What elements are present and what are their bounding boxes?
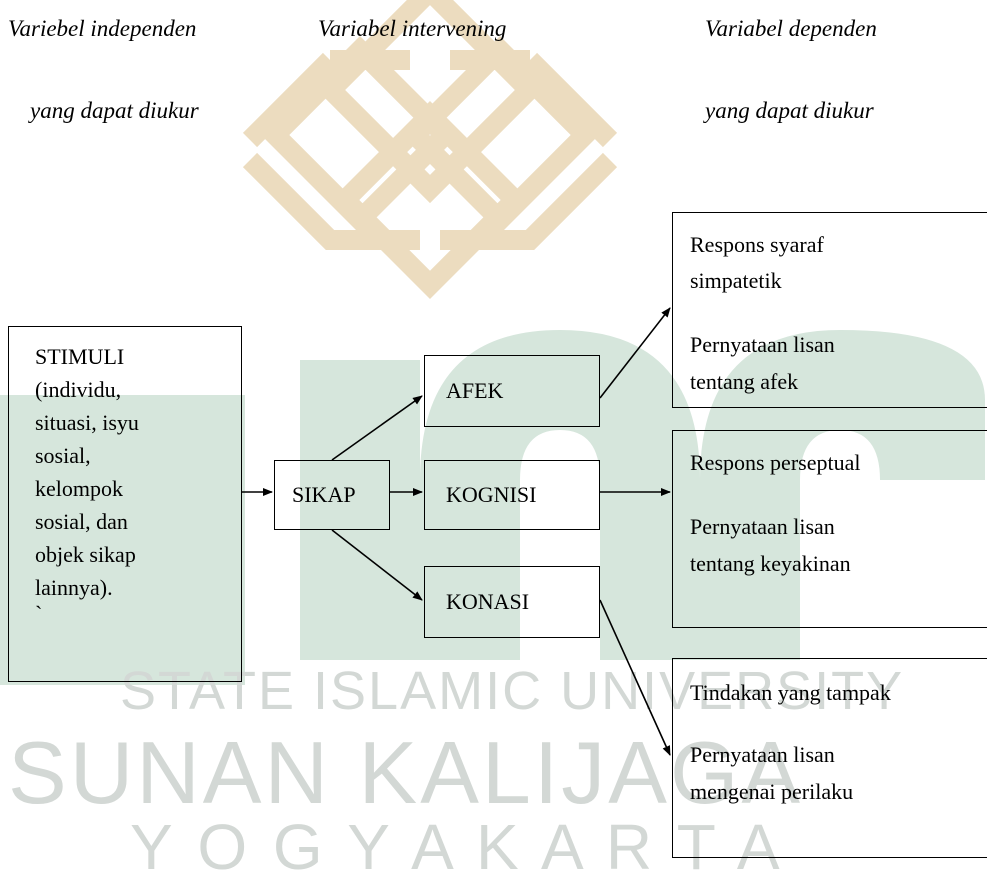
stimuli-line: STIMULI [35,344,125,369]
stimuli-line: (individu, [35,377,122,402]
watermark-logo [0,0,985,685]
header-intervening: Variabel intervening [318,16,507,41]
response-kognisi-line2: Pernyataan lisan [690,514,835,539]
konasi-label: KONASI [446,589,530,614]
response-konasi-line3: mengenai perilaku [690,779,854,804]
header-independent-line1: Variebel independen [8,16,197,41]
header-independent-line2: yang dapat diukur [30,98,199,123]
watermark-line2: SUNAN KALIJAGA [8,723,804,822]
arrow-afek-response [599,307,671,399]
stimuli-line: sosial, dan [35,509,128,534]
watermark-line1: STATE ISLAMIC UNIVERSITY [120,661,905,721]
connector-arrows [242,307,671,756]
stimuli-text: STIMULI (individu, situasi, isyu sosial,… [35,340,139,626]
afek-label: AFEK [446,378,504,403]
response-afek-line4: tentang afek [690,369,799,394]
response-afek-line3: Pernyataan lisan [690,332,835,357]
response-kognisi-line1: Respons perseptual [690,450,861,475]
response-afek-line2: simpatetik [690,268,782,293]
kognisi-label: KOGNISI [446,482,537,507]
stimuli-box [8,326,242,682]
stimuli-line: situasi, isyu [35,410,139,435]
header-dependent-line1: Variabel dependen [705,16,877,41]
response-konasi-line1: Tindakan yang tampak [690,680,891,705]
arrow-konasi-response [599,599,671,756]
stimuli-line: sosial, [35,443,91,468]
response-kognisi-line3: tentang keyakinan [690,551,851,576]
konasi-box [424,566,600,638]
stimuli-line: kelompok [35,476,123,501]
afek-box [424,355,600,427]
arrow-sikap-afek [331,395,423,461]
sikap-label: SIKAP [292,482,356,507]
kognisi-box [424,460,600,530]
stimuli-line: lainnya). [35,575,113,600]
header-dependent-line2: yang dapat diukur [705,98,874,123]
stimuli-line: ` [35,601,43,626]
arrow-sikap-konasi [331,529,423,601]
sikap-box [274,460,390,530]
response-konasi-line2: Pernyataan lisan [690,742,835,767]
stimuli-line: objek sikap [35,542,136,567]
response-afek-line1: Respons syaraf [690,232,824,257]
response-kognisi-box [672,430,987,628]
response-afek-box [672,212,987,408]
